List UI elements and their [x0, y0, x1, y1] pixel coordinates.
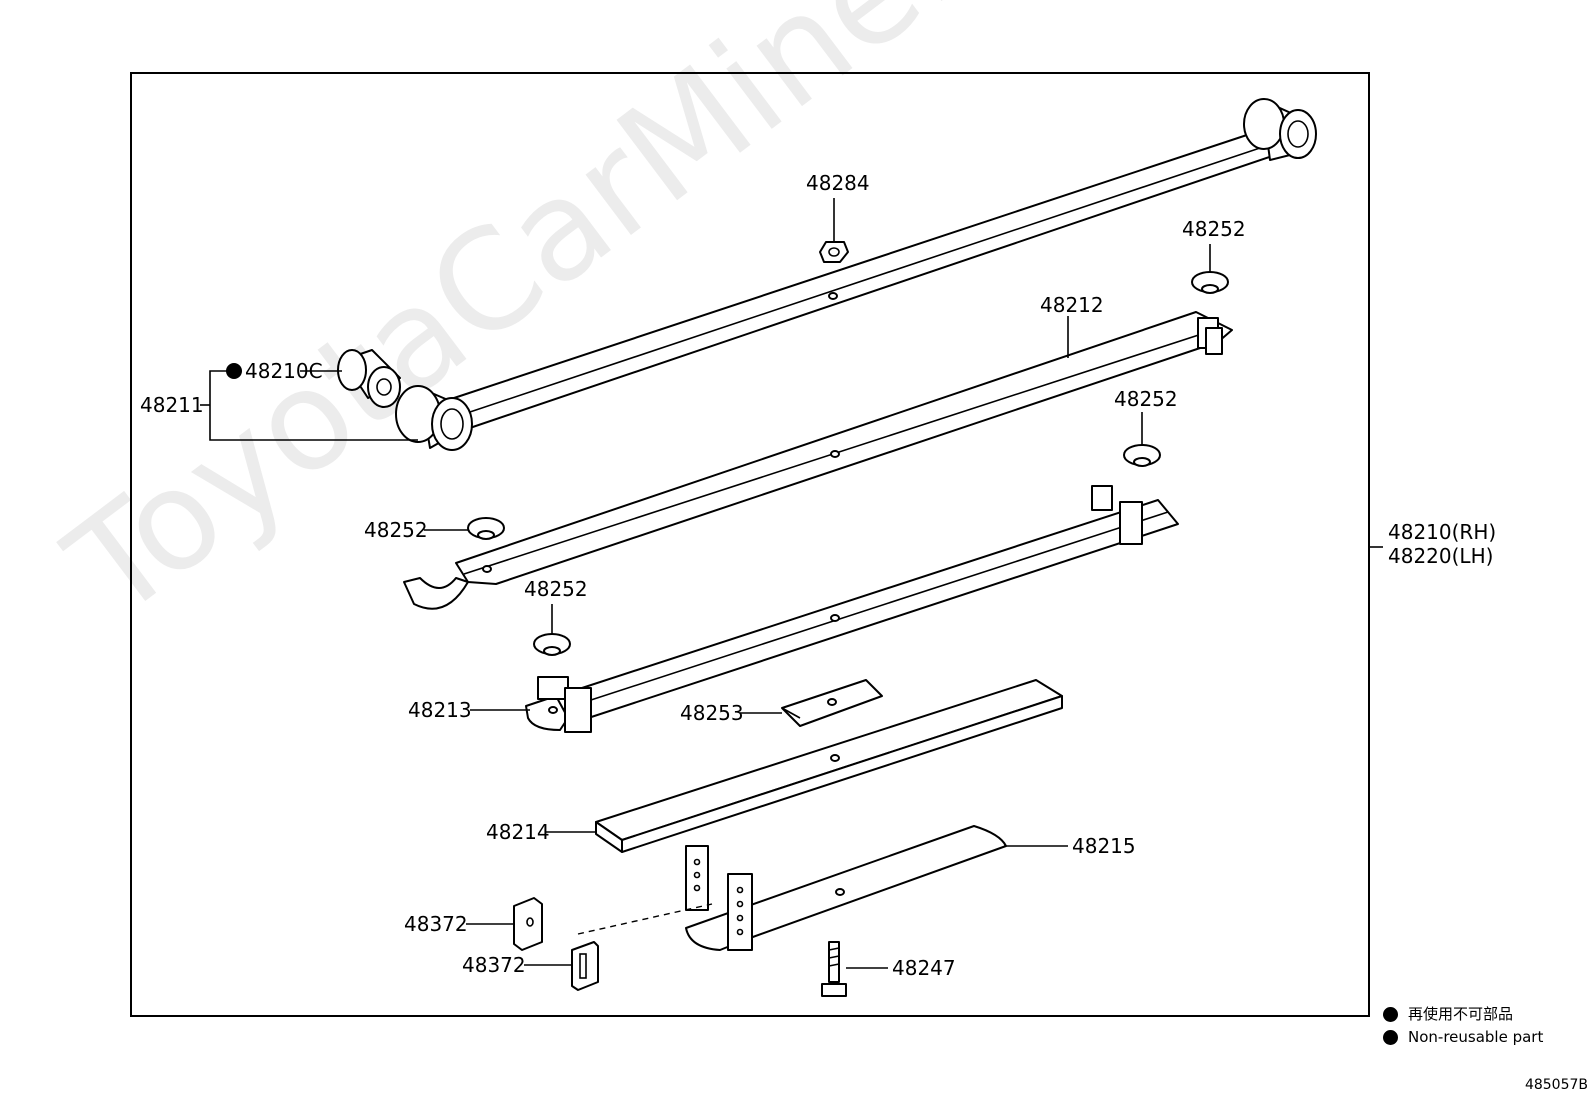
clip-48372-a — [513, 897, 543, 951]
label-48253: 48253 — [680, 701, 744, 725]
leaf-48214 — [595, 679, 1063, 853]
leaf-48212 — [403, 311, 1233, 610]
label-48210-rh: 48210(RH) — [1388, 520, 1496, 544]
clip-48252-top — [1191, 271, 1229, 294]
label-48214: 48214 — [486, 820, 550, 844]
clip-48252-right — [1123, 444, 1161, 467]
leaf-48213 — [525, 485, 1179, 733]
clip-48252-left — [467, 517, 505, 540]
label-48213: 48213 — [408, 698, 472, 722]
label-48372-b: 48372 — [462, 953, 526, 977]
label-48212: 48212 — [1040, 293, 1104, 317]
label-48372-a: 48372 — [404, 912, 468, 936]
bolt-48247 — [821, 941, 847, 997]
clip-48252-mid — [533, 633, 571, 656]
non-reusable-marker — [226, 363, 242, 379]
label-48210c: 48210C — [245, 359, 323, 383]
legend-non-reusable-en: Non-reusable part — [1383, 1028, 1588, 1046]
label-48215: 48215 — [1072, 834, 1136, 858]
legend-jp-text: 再使用不可部品 — [1408, 1005, 1514, 1023]
leader-lines — [200, 198, 1383, 969]
label-48252-mid: 48252 — [524, 577, 588, 601]
label-48211: 48211 — [140, 393, 204, 417]
label-48252-right: 48252 — [1114, 387, 1178, 411]
figure-code: 485057B — [1524, 1077, 1588, 1093]
label-48252-left: 48252 — [364, 518, 428, 542]
legend-dot-icon — [1383, 1007, 1398, 1022]
nut-48284 — [819, 241, 849, 263]
main-leaf — [395, 98, 1317, 451]
diagram-frame — [130, 72, 1370, 1017]
spacer-48253 — [781, 679, 883, 727]
clip-48372-b — [571, 941, 599, 991]
legend-en-text: Non-reusable part — [1408, 1028, 1544, 1046]
legend-non-reusable-jp: 再使用不可部品 — [1383, 1003, 1588, 1024]
assembly-dashed-line — [577, 903, 713, 935]
legend-dot-icon — [1383, 1030, 1398, 1045]
label-48220-lh: 48220(LH) — [1388, 544, 1493, 568]
label-48252-top: 48252 — [1182, 217, 1246, 241]
leaf-48215 — [685, 825, 1007, 951]
bushing-48210c — [337, 349, 401, 408]
label-48247: 48247 — [892, 956, 956, 980]
label-48284: 48284 — [806, 171, 870, 195]
